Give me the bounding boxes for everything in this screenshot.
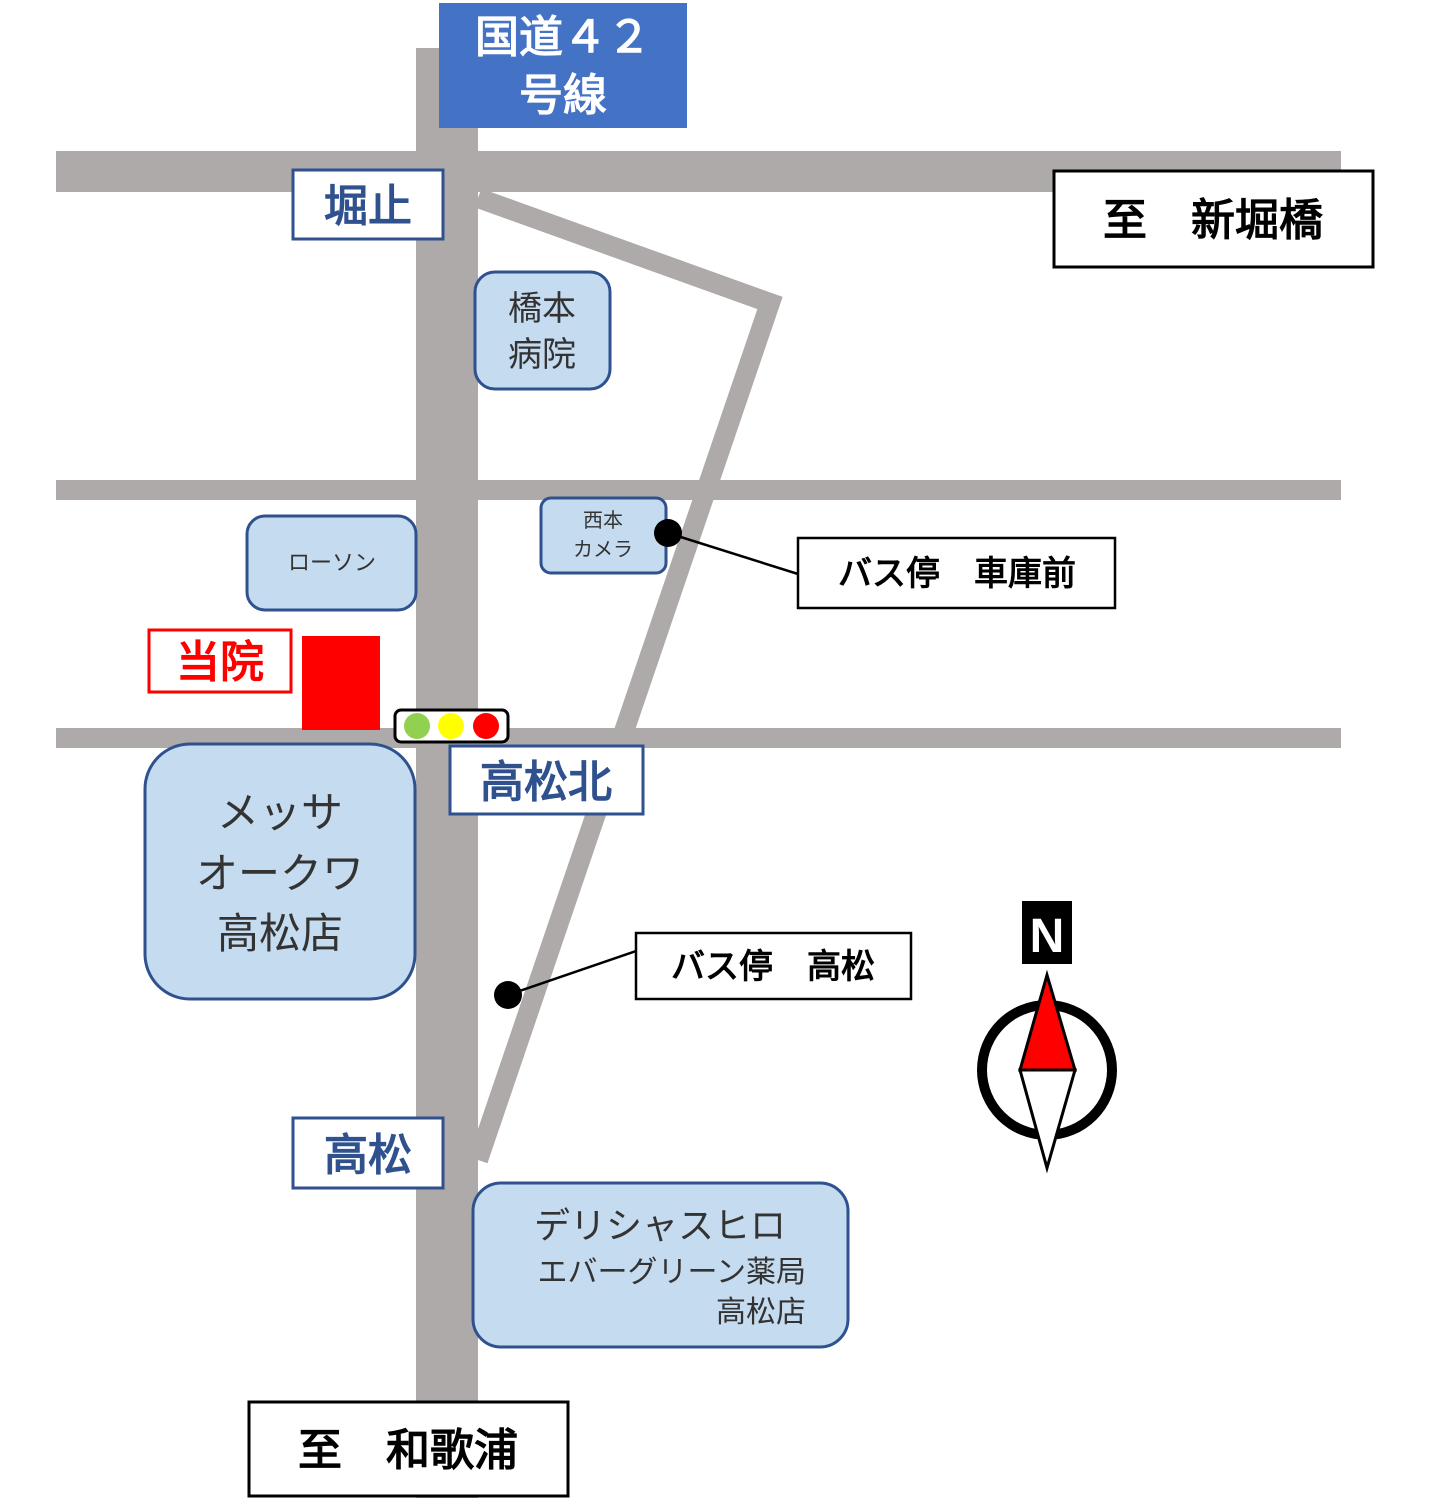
route-sign-background	[439, 3, 687, 128]
traffic-light-icon	[393, 708, 510, 744]
landmark-lawson: ローソン	[245, 514, 418, 612]
hashimoto-hospital-box	[473, 270, 612, 391]
bus-stop-shakomae-marker	[654, 519, 682, 547]
route-sign-line2: 号線	[519, 70, 607, 121]
landmark-nishimoto-camera: 西本 カメラ	[539, 496, 668, 575]
intersection-takamatsu-kita-label: 高松北	[480, 757, 612, 808]
nishimoto-camera-line2: カメラ	[573, 537, 633, 561]
bus-stop-shakomae: バス停 車庫前	[654, 519, 1117, 610]
delicias-line3: 高松店	[716, 1295, 806, 1330]
intersection-takamatsu-kita-box	[448, 744, 645, 816]
traffic-light-green	[404, 713, 430, 739]
compass-n-badge	[1022, 901, 1072, 964]
messe-okuwa-line2: オークワ	[196, 849, 364, 898]
bus-stop-takamatsu: バス停 高松	[494, 931, 913, 1009]
nishimoto-camera-line1: 西本	[583, 508, 623, 532]
horizontal-road-lower	[56, 728, 1341, 748]
bus-stop-takamatsu-label: バス停 高松	[671, 947, 875, 987]
lawson-box	[245, 514, 418, 612]
north-compass-icon: N	[977, 901, 1117, 1174]
route-42-sign: 国道４２ 号線	[439, 3, 687, 128]
intersection-takamatsu-label: 高松	[324, 1130, 412, 1181]
hashimoto-hospital-line2: 病院	[508, 335, 576, 375]
bus-stop-shakomae-box	[796, 536, 1117, 610]
clinic-label: 当院	[176, 637, 264, 688]
landmark-delicias: デリシャスヒロ エバーグリーン薬局 高松店	[471, 1181, 850, 1349]
hashimoto-hospital-line1: 橋本	[508, 289, 576, 329]
bus-stop-takamatsu-marker	[494, 981, 522, 1009]
diagonal-side-road	[468, 188, 783, 1164]
messe-okuwa-line1: メッサ	[217, 788, 343, 837]
route-sign-line1: 国道４２	[475, 12, 651, 63]
intersection-takamatsu-box	[291, 1116, 445, 1190]
bus-stop-takamatsu-box	[634, 931, 913, 1001]
delicias-box	[471, 1181, 850, 1349]
traffic-light-yellow	[438, 713, 464, 739]
messe-okuwa-line3: 高松店	[217, 909, 343, 958]
bus-stop-shakomae-leader	[667, 531, 799, 576]
clinic-location-marker	[302, 636, 380, 730]
destination-north-box	[1052, 169, 1375, 269]
destination-north-label: 至 新堀橋	[1103, 195, 1323, 246]
destination-north: 至 新堀橋	[1052, 169, 1375, 269]
intersection-takamatsu-kita: 高松北	[448, 744, 645, 816]
lawson-label: ローソン	[288, 551, 376, 576]
destination-south-label: 至 和歌浦	[298, 1425, 518, 1476]
clinic: 当院	[147, 628, 380, 730]
intersection-horidome-label: 堀止	[324, 181, 412, 232]
traffic-light-red	[473, 713, 499, 739]
intersection-horidome: 堀止	[291, 168, 445, 241]
bus-stop-shakomae-label: バス停 車庫前	[838, 554, 1076, 594]
compass-needle-south	[1018, 1068, 1077, 1174]
destination-south: 至 和歌浦	[247, 1400, 570, 1498]
messe-okuwa-box	[143, 742, 417, 1001]
intersection-takamatsu: 高松	[291, 1116, 445, 1190]
landmark-hashimoto-hospital: 橋本 病院	[473, 270, 612, 391]
destination-south-box	[247, 1400, 570, 1498]
delicias-line2: エバーグリーン薬局	[538, 1255, 807, 1290]
bus-stop-takamatsu-leader	[507, 949, 637, 997]
compass-n-label: N	[1030, 910, 1065, 963]
landmark-messe-okuwa: メッサ オークワ 高松店	[143, 742, 417, 1001]
delicias-line1: デリシャスヒロ	[534, 1206, 786, 1247]
intersection-horidome-box	[291, 168, 445, 241]
clinic-label-box	[147, 628, 293, 694]
